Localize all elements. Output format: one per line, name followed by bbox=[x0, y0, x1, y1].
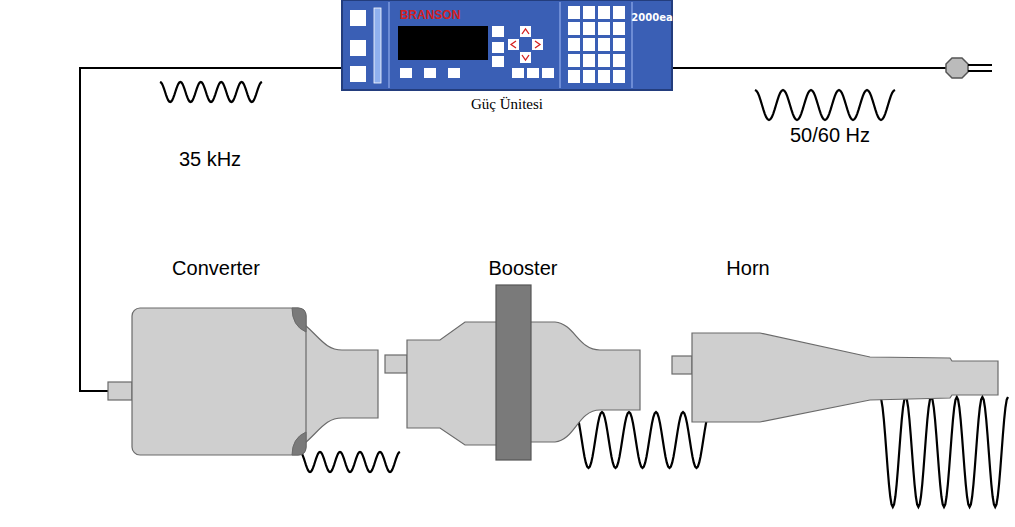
arrow-key bbox=[520, 52, 531, 63]
clamp-ring bbox=[496, 285, 531, 460]
keypad-key bbox=[598, 22, 610, 35]
panel-divider bbox=[388, 2, 390, 88]
wave-symbol bbox=[755, 90, 895, 120]
unit-housing bbox=[342, 0, 672, 90]
keypad-key bbox=[613, 38, 625, 51]
keypad-key bbox=[613, 70, 625, 83]
keypad-key bbox=[583, 70, 595, 83]
shape-outline bbox=[385, 255, 642, 465]
bar-graph bbox=[374, 8, 381, 83]
converter-body bbox=[132, 308, 306, 455]
panel-divider bbox=[559, 2, 561, 88]
converter-notch bbox=[292, 308, 306, 332]
shape-group bbox=[385, 285, 640, 460]
panel-button bbox=[350, 40, 366, 56]
keypad-key bbox=[568, 22, 580, 35]
panel-button bbox=[527, 68, 539, 78]
signal-frequency: 50/60 Hz bbox=[790, 124, 870, 147]
panel-button bbox=[492, 42, 504, 53]
part-name: Booster bbox=[489, 257, 558, 280]
shape-group bbox=[342, 0, 672, 90]
converter-part: Converter bbox=[108, 255, 380, 460]
panel-button bbox=[350, 10, 366, 26]
converter-notch bbox=[292, 432, 306, 455]
keypad-key bbox=[598, 6, 610, 19]
keypad-key bbox=[583, 54, 595, 67]
converter-neck bbox=[305, 325, 378, 443]
booster-body bbox=[530, 322, 640, 442]
keypad-key bbox=[613, 22, 625, 35]
booster-part: Booster bbox=[385, 255, 642, 465]
keypad-key bbox=[568, 6, 580, 19]
wave-symbol bbox=[880, 397, 1008, 507]
part-name: Converter bbox=[172, 257, 260, 280]
mains-cable bbox=[672, 67, 948, 69]
keypad-key bbox=[598, 70, 610, 83]
keypad-key bbox=[583, 6, 595, 19]
horn-body bbox=[692, 333, 998, 422]
keypad-key bbox=[583, 38, 595, 51]
connector-stud bbox=[108, 382, 132, 400]
unit-caption: Güç Ünitesi bbox=[471, 96, 543, 113]
plug-body bbox=[946, 58, 968, 78]
arrow-key bbox=[532, 39, 543, 50]
keypad-key bbox=[583, 22, 595, 35]
part-name: Horn bbox=[726, 257, 769, 280]
wave-symbol bbox=[300, 452, 400, 472]
panel-button bbox=[400, 68, 412, 78]
panel-button bbox=[350, 66, 366, 82]
panel-button bbox=[542, 68, 554, 78]
shape-outline bbox=[108, 255, 380, 460]
shape-group bbox=[672, 333, 998, 422]
wave-symbol bbox=[575, 412, 710, 468]
booster-body bbox=[407, 322, 497, 445]
panel-button bbox=[512, 68, 524, 78]
plug-prong bbox=[968, 70, 992, 72]
brand-name: BRANSON bbox=[400, 8, 461, 22]
model-number: 2000ea bbox=[631, 12, 672, 23]
plug-prong bbox=[968, 64, 992, 66]
arrow-right-symbol bbox=[535, 41, 540, 48]
display bbox=[398, 26, 488, 60]
keypad-key bbox=[598, 54, 610, 67]
shape-group bbox=[108, 308, 378, 455]
arrow-up-symbol bbox=[522, 29, 529, 34]
wave-symbol bbox=[160, 82, 262, 102]
panel-button bbox=[492, 26, 504, 37]
connector-stud bbox=[385, 355, 407, 373]
panel-button bbox=[492, 56, 504, 67]
signal-frequency: 35 kHz bbox=[179, 148, 241, 171]
arrow-key bbox=[508, 39, 519, 50]
connector-stud bbox=[672, 356, 692, 374]
keypad-key bbox=[613, 54, 625, 67]
arrow-key bbox=[520, 26, 531, 37]
shape-outline bbox=[672, 255, 1002, 425]
horn-part: Horn bbox=[672, 255, 1002, 425]
power-unit: BRANSON 2000eaGüç Ünitesi bbox=[342, 0, 675, 118]
keypad-key bbox=[568, 54, 580, 67]
keypad-key bbox=[613, 6, 625, 19]
arrow-left-symbol bbox=[511, 41, 516, 48]
keypad-key bbox=[598, 38, 610, 51]
panel-button bbox=[448, 68, 460, 78]
arrow-down-symbol bbox=[522, 55, 529, 60]
keypad-key bbox=[568, 38, 580, 51]
keypad-key bbox=[568, 70, 580, 83]
panel-button bbox=[424, 68, 436, 78]
